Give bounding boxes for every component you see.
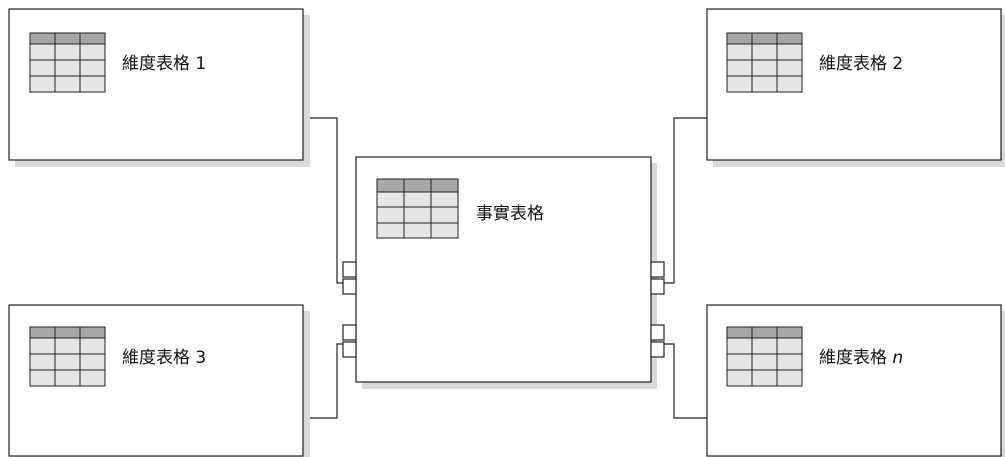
table-icon (726, 32, 803, 93)
connector-sockets (342, 261, 665, 358)
dimension-table-2: 維度表格 2 (706, 8, 1005, 167)
socket-left-upper-2 (342, 278, 357, 295)
dimension-table-1: 維度表格 1 (8, 8, 310, 167)
table-icon (29, 32, 106, 93)
socket-right-lower (650, 324, 665, 341)
fact-table: 事實表格 (342, 156, 665, 389)
dimension-table-3-label: 維度表格 3 (122, 348, 206, 368)
connector-dim2-fact (651, 117, 707, 284)
socket-left-upper (342, 261, 357, 278)
dimension-table-3-label-suffix: 3 (195, 348, 206, 368)
dimension-table-2-label-suffix: 2 (892, 54, 903, 74)
socket-right-lower-2 (650, 341, 665, 358)
fact-table-label: 事實表格 (476, 204, 544, 224)
table-icon (29, 326, 106, 387)
connector-dim1-fact (303, 117, 356, 284)
dimension-table-1-label: 維度表格 1 (122, 54, 206, 74)
socket-left-lower-2 (342, 341, 357, 358)
socket-right-upper-2 (650, 278, 665, 295)
dimension-table-n-label: 維度表格 n (819, 348, 903, 368)
socket-left-lower (342, 324, 357, 341)
dimension-table-2-label-base: 維度表格 (819, 54, 892, 74)
dimension-table-2-label: 維度表格 2 (819, 54, 903, 74)
dimension-table-n: 維度表格 n (706, 304, 1005, 457)
dimension-table-1-label-base: 維度表格 (122, 54, 195, 74)
socket-right-upper (650, 261, 665, 278)
dimension-table-n-label-suffix: n (892, 348, 903, 368)
table-icon (376, 178, 459, 239)
table-icon (726, 326, 803, 387)
dimension-table-1-label-suffix: 1 (195, 54, 206, 74)
dimension-table-3-label-base: 維度表格 (122, 348, 195, 368)
dimension-table-n-label-base: 維度表格 (819, 348, 892, 368)
dimension-table-3: 維度表格 3 (8, 304, 310, 457)
